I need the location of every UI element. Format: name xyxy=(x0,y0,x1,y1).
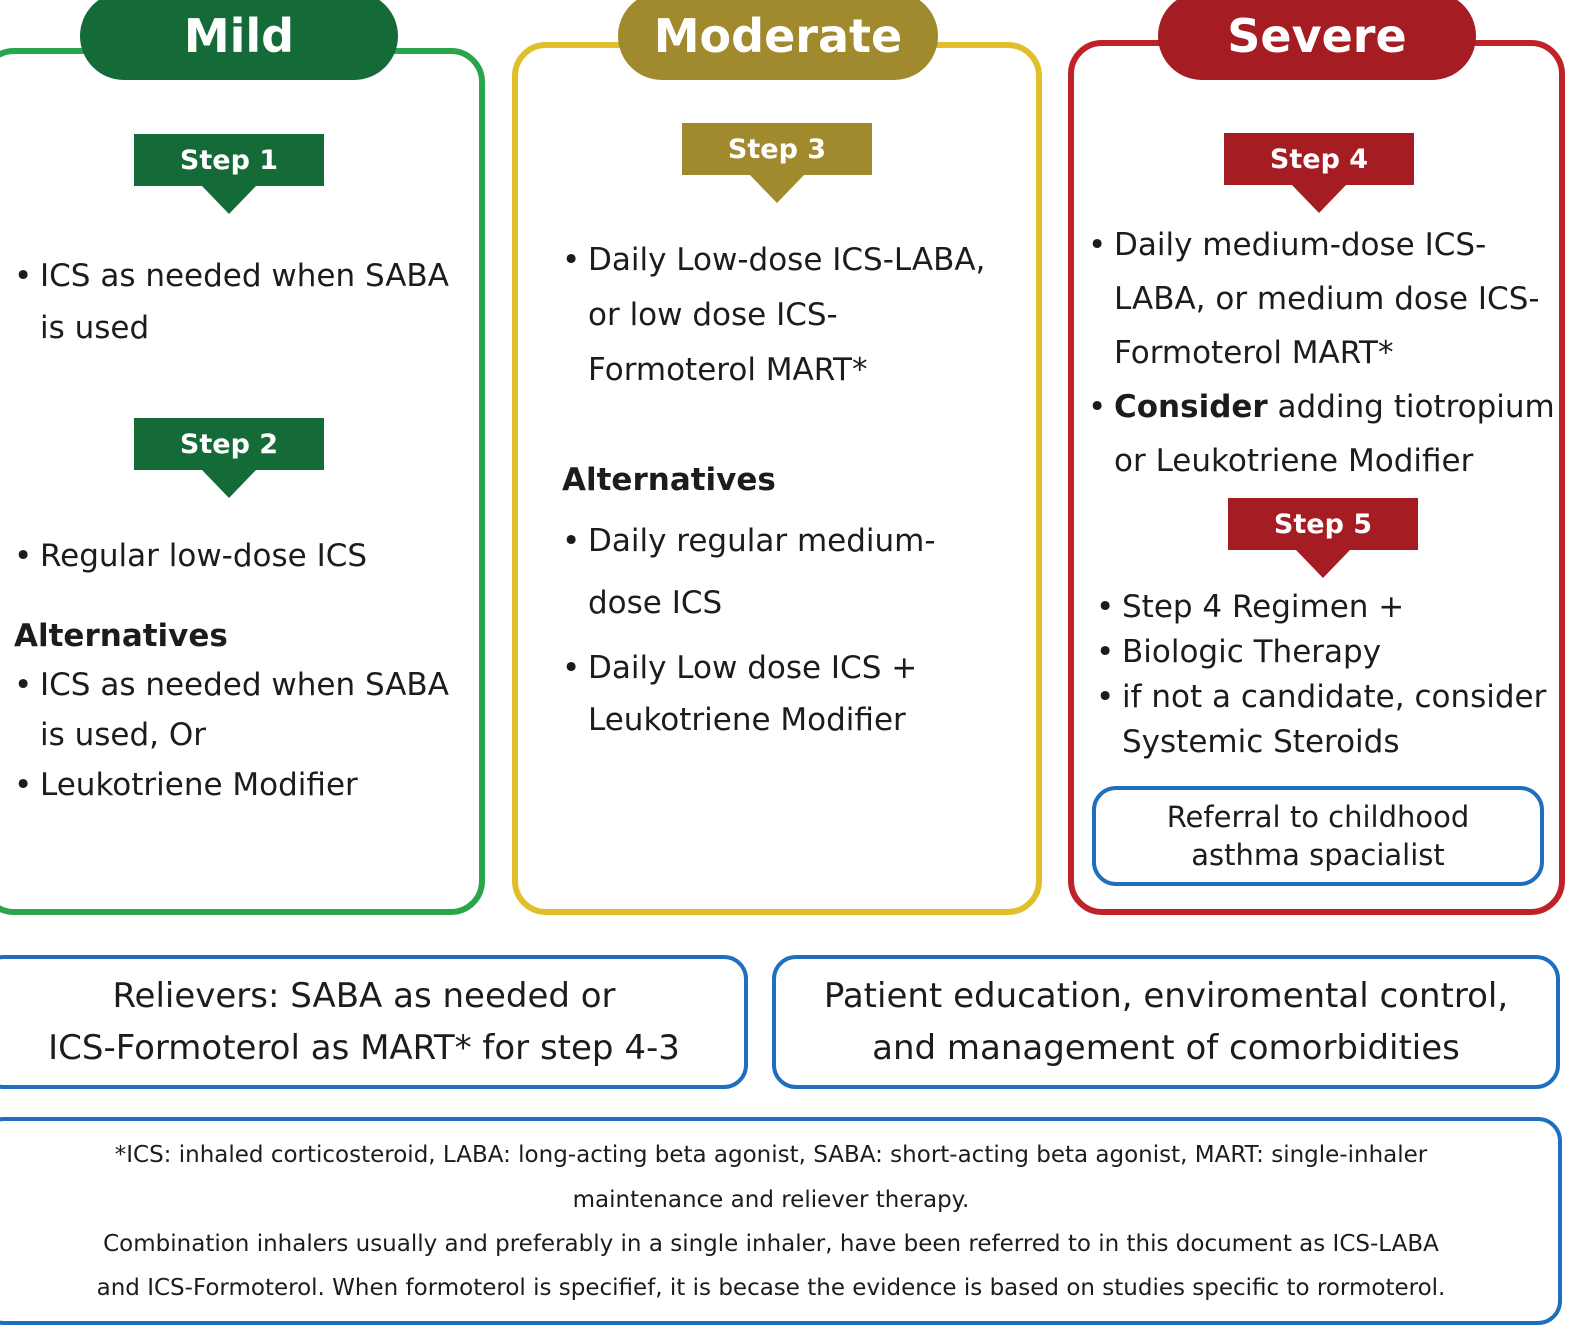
consider-emphasis: Consider xyxy=(1114,389,1268,425)
referral-text: Referral to childhood asthma spacialist xyxy=(1166,800,1470,872)
step-2-alternative: Leukotriene Modifier xyxy=(14,760,464,810)
step-4-item: Consider adding tiotropium or Leukotrien… xyxy=(1088,380,1558,488)
step-3-alternative: Daily Low dose ICS + Leukotriene Modifie… xyxy=(562,642,1002,746)
step-5-item: if not a candidate, consider Systemic St… xyxy=(1096,675,1566,765)
step-1-badge: Step 1 xyxy=(134,134,324,186)
step-1-content: ICS as needed when SABA is used xyxy=(14,250,464,354)
step-5-item: Biologic Therapy xyxy=(1096,630,1566,675)
referral-box: Referral to childhood asthma spacialist xyxy=(1092,786,1544,886)
step-4-item-rest: adding tiotropium or Leukotriene Modifie… xyxy=(1114,389,1555,479)
step-5-content: Step 4 Regimen + Biologic Therapy if not… xyxy=(1096,585,1566,765)
moderate-title: Moderate xyxy=(618,0,938,80)
footnote-box: *ICS: inhaled corticosteroid, LABA: long… xyxy=(0,1117,1562,1325)
footnote-line: and ICS-Formoterol. When formoterol is s… xyxy=(96,1275,1446,1301)
step-3-content: Daily Low-dose ICS-LABA, or low dose ICS… xyxy=(562,233,1002,746)
step-5-item: Step 4 Regimen + xyxy=(1096,585,1566,630)
step-4-item: Daily medium-dose ICS-LABA, or medium do… xyxy=(1088,218,1558,380)
mild-title: Mild xyxy=(80,0,398,80)
step-2-content: Regular low-dose ICS Alternatives ICS as… xyxy=(14,530,464,810)
step-5-badge: Step 5 xyxy=(1228,498,1418,550)
step-3-alternative: Daily regular medium-dose ICS xyxy=(562,510,1002,634)
step-2-badge: Step 2 xyxy=(134,418,324,470)
step-3-badge: Step 3 xyxy=(682,123,872,175)
step-4-badge: Step 4 xyxy=(1224,133,1414,185)
footnote-line: maintenance and reliever therapy. xyxy=(572,1187,970,1213)
education-text: Patient education, enviromental control,… xyxy=(823,976,1509,1068)
step-1-item: ICS as needed when SABA is used xyxy=(14,250,464,354)
step-3-item: Daily Low-dose ICS-LABA, or low dose ICS… xyxy=(562,233,1002,398)
step-2-alternatives-heading: Alternatives xyxy=(14,618,228,654)
step-2-alternative: ICS as needed when SABA is used, Or xyxy=(14,660,464,760)
step-2-item: Regular low-dose ICS xyxy=(14,530,464,582)
education-box: Patient education, enviromental control,… xyxy=(772,955,1560,1089)
step-3-alternatives-heading: Alternatives xyxy=(562,462,776,498)
relievers-text: Relievers: SABA as needed or ICS-Formote… xyxy=(48,976,680,1068)
step-4-content: Daily medium-dose ICS-LABA, or medium do… xyxy=(1088,218,1558,488)
footnote-line: Combination inhalers usually and prefera… xyxy=(103,1231,1439,1257)
relievers-box: Relievers: SABA as needed or ICS-Formote… xyxy=(0,955,748,1089)
severe-title: Severe xyxy=(1158,0,1476,80)
footnote-line: *ICS: inhaled corticosteroid, LABA: long… xyxy=(114,1142,1428,1168)
